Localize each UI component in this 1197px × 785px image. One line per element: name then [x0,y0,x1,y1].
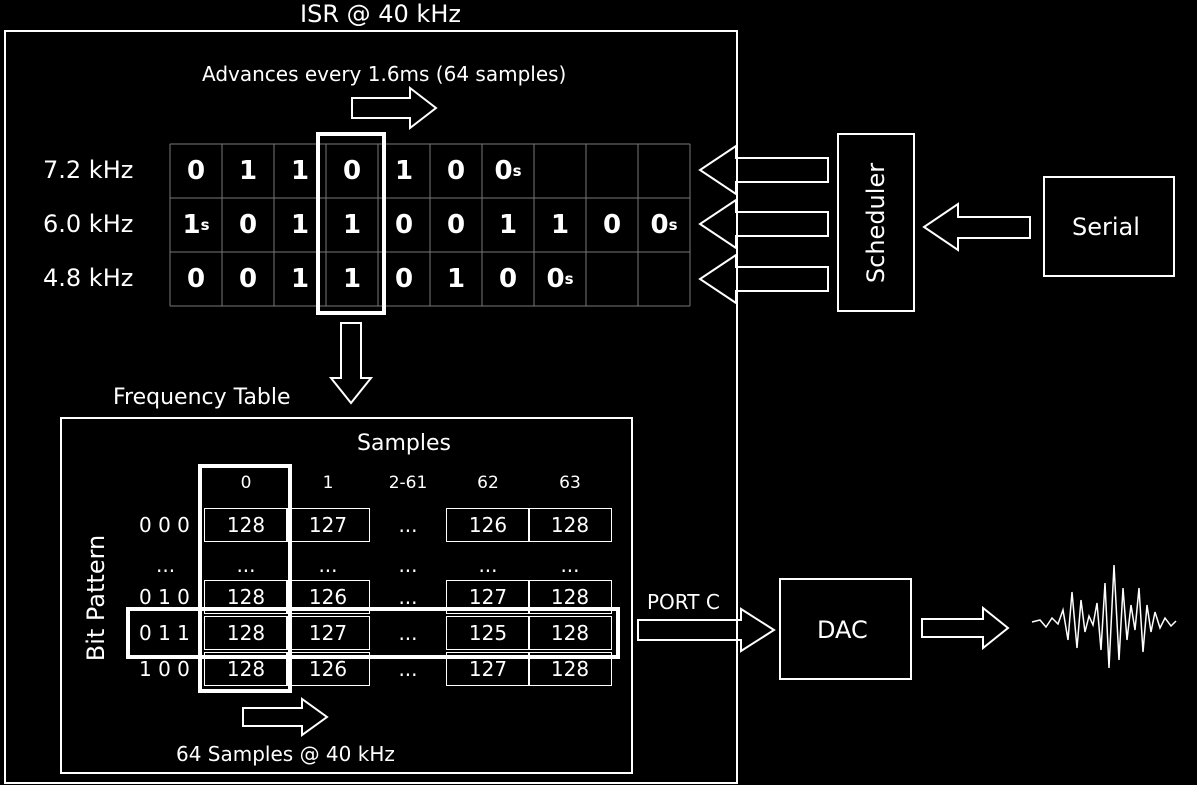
dac-label: DAC [817,616,868,644]
current-column-highlight [316,132,386,315]
serial-box [1043,176,1175,277]
table-cell: 127 [446,580,530,614]
isr-title: ISR @ 40 kHz [300,0,461,28]
table-cell: 126 [446,508,530,542]
bit-cell: 0 [602,210,622,240]
table-cell: 128 [204,616,288,650]
table-row-label: 1 0 0 [139,657,190,681]
table-column-header: 1 [322,473,334,493]
bit-cell: 0 [446,210,466,240]
table-cell: ... [236,553,256,577]
output-arrow-icon [921,605,1010,651]
serial-arrow-icon [922,202,1031,252]
scheduler-arrow-3-icon [698,253,829,305]
samples-arrow-icon [242,697,329,737]
table-cell: 128 [528,616,612,650]
table-cell: 125 [446,616,530,650]
table-cell: 127 [286,616,370,650]
bit-cell: 1 [290,156,310,186]
table-row-label: 0 1 0 [139,585,190,609]
table-cell: ... [398,621,418,645]
advance-text: Advances every 1.6ms (64 samples) [202,62,567,86]
table-column-header: 2-61 [388,473,428,493]
table-cell: 128 [528,652,612,686]
table-cell: 127 [446,652,530,686]
bit-cell: 1 [394,156,414,186]
table-row-label: 0 1 1 [139,621,190,645]
table-cell: 128 [528,580,612,614]
scheduler-arrow-1-icon [698,144,829,196]
table-column-header: 0 [240,473,252,493]
table-cell: 128 [204,508,288,542]
table-column-highlight [198,464,292,693]
output-waveform-icon [1031,564,1177,669]
table-cell: 128 [204,580,288,614]
table-cell: ... [398,513,418,537]
table-cell: ... [560,553,580,577]
table-cell: 128 [528,508,612,542]
table-column-header: 62 [477,473,499,493]
bit-row-label: 6.0 kHz [43,210,134,238]
table-cell: ... [398,553,418,577]
bit-cell: 1 [498,210,518,240]
bit-cell: 1 [446,264,466,294]
bit-cell: 0 [186,264,206,294]
bit-row-label: 4.8 kHz [43,264,134,292]
dac-box [779,578,912,680]
table-cell: ... [478,553,498,577]
bit-cell: 0 [446,156,466,186]
bit-cell: 1 [238,156,258,186]
scheduler-box [837,133,915,312]
table-row-label: 0 0 0 [139,513,190,537]
bit-cell: 0 [238,264,258,294]
freq-table-box [60,417,633,774]
table-cell: 127 [286,508,370,542]
table-cell: 126 [286,652,370,686]
bit-cell: 0 [498,264,518,294]
isr-box [4,30,738,784]
serial-label: Serial [1072,213,1140,241]
table-cell: ... [398,657,418,681]
table-column-header: 63 [559,473,581,493]
table-row-label: ... [156,553,176,577]
bit-cell: 0 [342,156,362,186]
advance-arrow-icon [351,85,438,131]
bit-row-label: 7.2 kHz [43,156,134,184]
bit-cell: 1 [550,210,570,240]
bit-cell: 0 [394,210,414,240]
port-c-label: PORT C [647,590,720,614]
table-cell: ... [398,585,418,609]
bit-cell: 1 [342,264,362,294]
table-cell: 126 [286,580,370,614]
bit-cell: 0 [186,156,206,186]
bit-cell: 1 [342,210,362,240]
bit-cell: 0 [394,264,414,294]
bit-cell: 1 [290,264,310,294]
freq-table-title: Frequency Table [113,385,291,410]
scheduler-arrow-2-icon [698,198,829,250]
port-c-arrow-icon [637,607,776,653]
table-cell: ... [318,553,338,577]
freq-table-footer: 64 Samples @ 40 kHz [176,742,395,766]
table-row-highlight [126,607,620,659]
bit-cell: 0 [238,210,258,240]
samples-label: Samples [357,431,451,456]
table-cell: 128 [204,652,288,686]
down-arrow-icon [328,322,374,405]
bit-cell: 1 [290,210,310,240]
